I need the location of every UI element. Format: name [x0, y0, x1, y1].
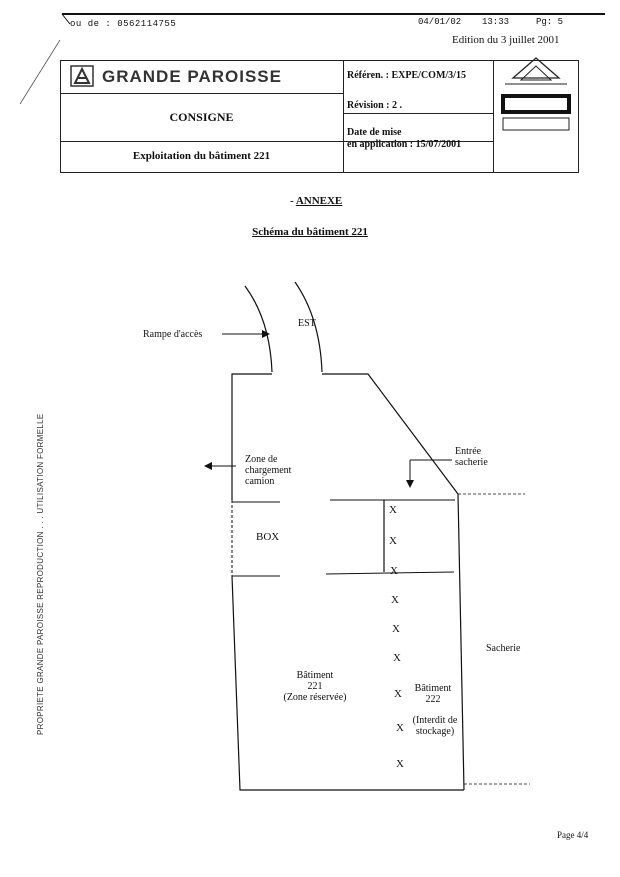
annexe-title: ANNEXE	[295, 195, 343, 207]
x-mark: X	[396, 722, 404, 734]
reference-code: Référen. : EXPE/COM/3/15	[347, 70, 466, 81]
batiment-221-label: Bâtiment 221 (Zone réservée)	[270, 670, 360, 703]
entree-line: sacherie	[455, 457, 488, 468]
x-mark: X	[391, 594, 399, 606]
batiment-222-label: Bâtiment 222	[403, 683, 463, 705]
revision-number: Révision : 2 .	[347, 100, 402, 111]
header-divider	[61, 141, 493, 142]
sacherie-label: Sacherie	[486, 643, 521, 654]
document-category-icon	[501, 57, 571, 131]
est-label: EST	[298, 318, 316, 329]
annexe-heading: - ANNEXE	[290, 195, 342, 207]
header-divider	[343, 61, 344, 172]
application-date: Date de mise en application : 15/07/2001	[347, 127, 461, 151]
fax-rule-lines	[19, 13, 605, 105]
zone-line: camion	[245, 476, 275, 487]
zone-line: chargement	[245, 465, 292, 476]
document-subject: Exploitation du bâtiment 221	[132, 150, 271, 162]
application-date-line: en application : 15/07/2001	[347, 139, 462, 150]
header-divider	[493, 61, 494, 172]
document-header-table	[60, 60, 579, 173]
fax-time: 13:33	[482, 17, 510, 27]
bat221-line: (Zone réservée)	[283, 692, 347, 703]
x-mark: X	[389, 535, 397, 547]
bat222-line: stockage)	[415, 726, 455, 737]
fax-sender: ou de : 0562114755	[70, 19, 177, 29]
grande-paroisse-logo-icon	[70, 65, 94, 87]
x-mark: X	[394, 688, 402, 700]
header-divider	[343, 113, 493, 114]
margin-property-notice: PROPRIETE GRANDE PAROISSE REPRODUCTION .…	[36, 413, 45, 735]
application-date-line: Date de mise	[347, 127, 402, 138]
interdit-stockage-label: (Interdit de stockage)	[405, 715, 465, 737]
bat222-line: (Interdit de	[412, 715, 458, 726]
document-type: CONSIGNE	[169, 110, 234, 124]
fax-date: 04/01/02	[418, 17, 462, 27]
header-divider	[61, 93, 343, 94]
bat221-line: Bâtiment	[296, 670, 334, 681]
x-mark: X	[393, 652, 401, 664]
annexe-dash: -	[290, 195, 296, 207]
fax-page: Pg: 5	[536, 17, 564, 27]
box-label: BOX	[256, 531, 280, 543]
ramp-curve-right	[294, 281, 323, 373]
x-mark: X	[392, 623, 400, 635]
schema-title: Schéma du bâtiment 221	[252, 226, 368, 238]
x-mark: X	[390, 565, 398, 577]
page-number: Page 4/4	[557, 830, 589, 840]
entree-line: Entrée	[455, 446, 482, 457]
bat222-line: Bâtiment	[414, 683, 452, 694]
entree-sacherie-label: Entrée sacherie	[455, 446, 488, 468]
bat222-line: 222	[425, 694, 441, 705]
zone-chargement-label: Zone de chargement camion	[245, 454, 291, 487]
zone-line: Zone de	[245, 454, 278, 465]
rampe-label: Rampe d'accès	[143, 329, 203, 340]
x-mark: X	[396, 758, 404, 770]
company-name: GRANDE PAROISSE	[102, 67, 282, 86]
ramp-curve-left	[244, 285, 273, 373]
bat221-line: 221	[307, 681, 323, 692]
x-mark: X	[389, 504, 397, 516]
edition-date: Edition du 3 juillet 2001	[452, 34, 560, 46]
